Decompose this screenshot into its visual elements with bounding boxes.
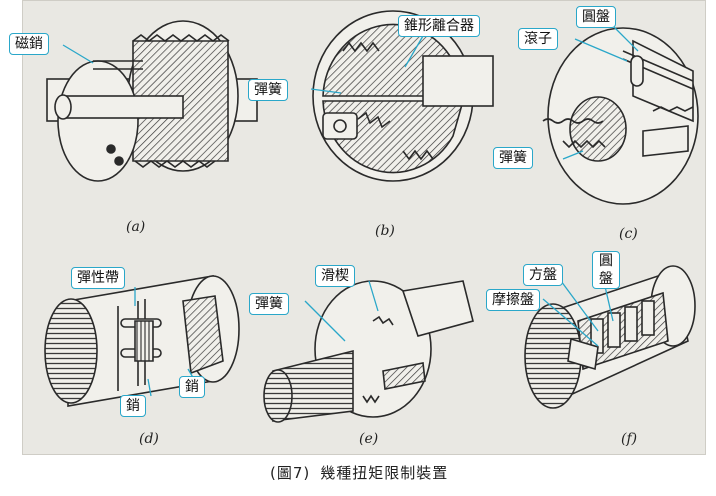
figure-scan: 磁銷 錐形離合器 彈簧 滾子 圓盤 彈簧 彈性帶 銷 銷 滑楔 彈簧 方盤 圓盤… — [9, 0, 706, 455]
callout-pin-1: 銷 — [179, 376, 205, 398]
figure-number: (圖7) — [270, 464, 311, 482]
drawing-b — [312, 10, 494, 182]
callout-magnetic-pin: 磁銷 — [9, 33, 49, 55]
drawing-e — [263, 280, 474, 423]
callout-cone-clutch: 錐形離合器 — [398, 15, 480, 37]
callout-roller: 滾子 — [518, 28, 558, 50]
callout-square-disc: 方盤 — [523, 264, 563, 286]
callout-sliding-wedge: 滑楔 — [315, 265, 355, 287]
callout-pin-2: 銷 — [120, 395, 146, 417]
callout-leaders — [62, 25, 639, 397]
callout-spring-c: 彈簧 — [493, 147, 533, 169]
callout-disc-c: 圓盤 — [576, 6, 616, 28]
sub-label-a: (a) — [126, 219, 146, 235]
callout-friction-disc: 摩擦盤 — [486, 289, 540, 311]
drawing-a — [46, 20, 258, 182]
figure-caption: (圖7) 幾種扭矩限制裝置 — [270, 462, 448, 483]
callout-elastic-band: 彈性帶 — [71, 267, 125, 289]
sub-label-f: (f) — [621, 431, 638, 447]
callout-spring-b: 彈簧 — [248, 79, 288, 101]
sub-label-b: (b) — [375, 223, 395, 239]
drawing-c — [542, 27, 699, 205]
drawing-d — [44, 275, 240, 407]
mechanism-drawings — [44, 10, 699, 423]
sub-label-d: (d) — [139, 431, 159, 447]
sub-label-c: (c) — [619, 226, 638, 242]
drawing-f — [524, 265, 696, 409]
sub-label-e: (e) — [359, 431, 379, 447]
callout-spring-e: 彈簧 — [249, 293, 289, 315]
figure-title: 幾種扭矩限制裝置 — [320, 464, 449, 482]
callout-disc-f: 圓盤 — [592, 251, 620, 289]
